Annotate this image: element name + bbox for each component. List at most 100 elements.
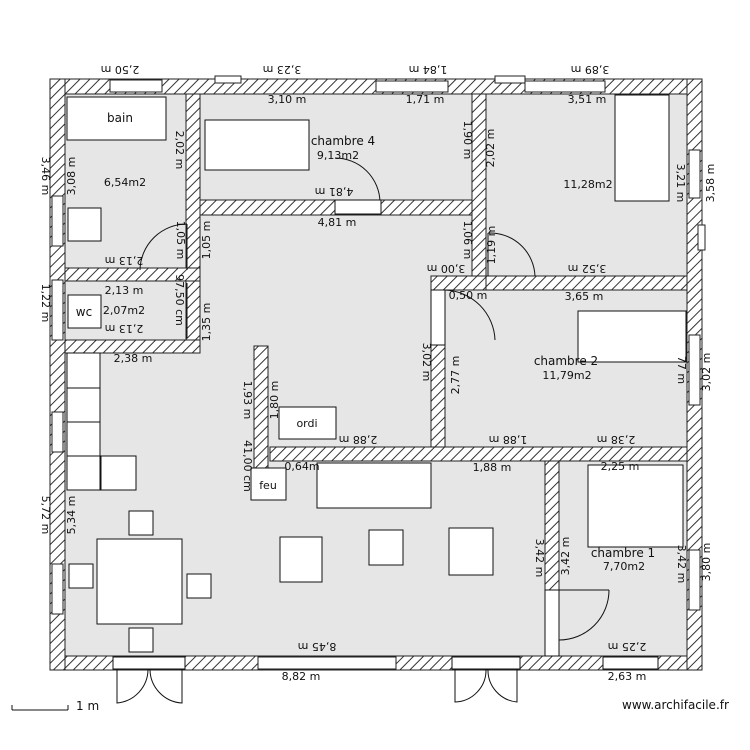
- dimension-label: 3,10 m: [268, 93, 307, 106]
- sink: [67, 207, 102, 242]
- room-name-bain: bain: [107, 111, 133, 125]
- window: [51, 279, 64, 341]
- dimension-label: 3,21 m: [674, 164, 687, 203]
- room-area-top-right: 11,28m2: [563, 178, 612, 191]
- dimension-label: 2,50 m: [101, 63, 140, 76]
- window: [375, 80, 449, 93]
- dimension-label: 1,88 m: [473, 461, 512, 474]
- dimension-label: 2,25 m: [601, 460, 640, 473]
- window: [51, 195, 64, 247]
- dimension-label: 2,02 m: [484, 129, 497, 168]
- dimension-label: 4,81 m: [318, 216, 357, 229]
- stove: [250, 467, 287, 501]
- counter: [316, 462, 432, 509]
- room-name-chambre-4: chambre 4: [311, 134, 375, 148]
- dimension-label: 2,88 m: [339, 433, 378, 446]
- dimension-label: 3,00 m: [427, 262, 466, 275]
- dimension-label: 41,00 cm: [241, 440, 254, 492]
- dimension-label: 5,72 m: [39, 496, 52, 535]
- scale-bar: [11, 705, 69, 711]
- window: [257, 656, 397, 670]
- chair: [128, 510, 154, 536]
- window: [688, 549, 701, 611]
- furniture: [66, 94, 687, 653]
- bed: [577, 310, 687, 363]
- dimension-label: 1,35 m: [200, 303, 213, 342]
- room-labels: bain 6,54m2 chambre 4 9,13m2 11,28m2 wc …: [76, 111, 655, 573]
- bathtub: [66, 96, 167, 141]
- toilet: [67, 294, 102, 329]
- dimension-label: 3,51 m: [568, 93, 607, 106]
- window: [51, 411, 64, 453]
- dimension-label: 3,42 m: [675, 545, 688, 584]
- table: [279, 536, 323, 583]
- room-area-chambre-1: 7,70m2: [603, 560, 645, 573]
- room-name-chambre-1: chambre 1: [591, 546, 655, 560]
- dimension-label: 0,50 m: [449, 289, 488, 302]
- dimension-label: 1,93 m: [241, 381, 254, 420]
- dimension-label: 1,06 m: [461, 221, 474, 260]
- window: [494, 75, 526, 84]
- window: [214, 75, 242, 84]
- table: [368, 529, 404, 566]
- window: [51, 563, 64, 615]
- doors: [112, 157, 659, 704]
- dimension-label: 1,22 m: [39, 284, 52, 323]
- room-area-wc: 2,07m2: [103, 304, 145, 317]
- dimension-label: 1,05 m: [174, 221, 187, 260]
- dimension-label: 3,23 m: [263, 63, 302, 76]
- dimension-label: 3,42 m: [559, 537, 572, 576]
- dimension-label: 1,80 m: [268, 381, 281, 420]
- dimension-label: 2,13 m: [105, 322, 144, 335]
- bed: [204, 119, 310, 171]
- windows: [51, 75, 706, 670]
- dining-table: [96, 538, 183, 625]
- room-name-wc: wc: [76, 305, 92, 319]
- window: [109, 79, 163, 93]
- dimension-label: 4,81 m: [315, 185, 354, 198]
- dimension-label: 1,19 m: [485, 226, 498, 265]
- scale-label: 1 m: [76, 699, 100, 713]
- dimension-label: 2,38 m: [597, 433, 636, 446]
- chair: [128, 627, 154, 653]
- dimension-label: 97,50 cm: [173, 274, 186, 326]
- furniture-label-ordi: ordi: [296, 417, 317, 430]
- dimension-label: 3,80 m: [700, 543, 713, 582]
- window: [688, 149, 701, 199]
- chair: [186, 573, 212, 599]
- dimension-label: 8,45 m: [298, 640, 337, 653]
- sofa-seat: [66, 387, 101, 423]
- room-area-chambre-4: 9,13m2: [317, 149, 359, 162]
- sofa-seat: [66, 455, 101, 491]
- furniture-label-feu: feu: [259, 479, 277, 492]
- dimension-label: 3,65 m: [565, 290, 604, 303]
- window: [697, 224, 706, 251]
- dimension-label: 3,02 m: [420, 343, 433, 382]
- table: [448, 527, 494, 576]
- dimension-label: 1,05 m: [200, 221, 213, 260]
- dimension-label: 3,08 m: [65, 157, 78, 196]
- dimension-label: 2,02 m: [173, 131, 186, 170]
- dimension-label: 2,13 m: [105, 284, 144, 297]
- chair: [68, 563, 94, 589]
- dimension-label: 3,89 m: [571, 63, 610, 76]
- dimension-label: 1,90 m: [461, 121, 474, 160]
- watermark: www.archifacile.fr: [622, 698, 729, 712]
- dimension-label: 3,42 m: [533, 539, 546, 578]
- dimension-label: 0,64m: [284, 460, 319, 473]
- sofa-seat: [66, 352, 101, 389]
- dimension-label: 3,02 m: [700, 353, 713, 392]
- dimension-label: 8,82 m: [282, 670, 321, 683]
- armchair: [100, 455, 137, 491]
- dimension-label: 3,46 m: [39, 157, 52, 196]
- room-area-chambre-2: 11,79m2: [542, 369, 591, 382]
- bed: [614, 94, 670, 202]
- window: [524, 80, 606, 93]
- dimension-label: 2,38 m: [114, 352, 153, 365]
- dimension-label: 1,88 m: [489, 433, 528, 446]
- interior-walls: [64, 93, 688, 657]
- room-name-chambre-2: chambre 2: [534, 354, 598, 368]
- dimension-label: 2,25 m: [608, 640, 647, 653]
- dimension-label: 2,13 m: [105, 254, 144, 267]
